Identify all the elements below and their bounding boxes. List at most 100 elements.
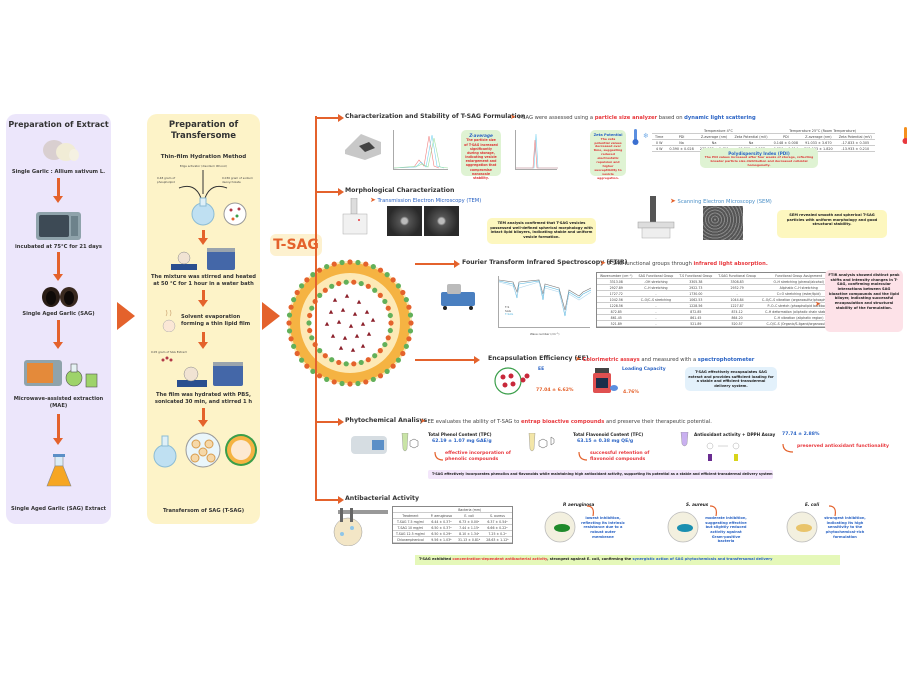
lipid-head — [355, 380, 361, 387]
tem-info-box: TEM analysis confirmed that T-SAG vesicl… — [487, 218, 596, 244]
evaporation-flask-icon — [161, 309, 177, 333]
loading-capacity-value: 4.76% — [623, 390, 639, 395]
bacteria-name: S. aureus — [686, 502, 709, 507]
table-column-header: Zeta Potential (mV) — [731, 133, 771, 140]
table-cell: 1228.56 — [676, 302, 716, 309]
flavonoid-tube-icon — [527, 432, 555, 453]
table-cell: 0.390 ± 0.028 — [666, 145, 697, 152]
lipid-head — [316, 267, 323, 273]
lipid-head — [377, 373, 384, 379]
table-column-header: S. aureus — [483, 512, 512, 519]
table-cell: 1044.84 — [715, 296, 759, 303]
table-cell: 521.89 — [676, 320, 716, 327]
table-cell: T-SAG 7.5 mg/ml — [393, 518, 428, 525]
particle-size-analyzer-icon — [343, 130, 383, 160]
table-cell: -17.833 ± 0.305 — [835, 139, 875, 146]
phytochemical-title: Phytochemical Analisys — [345, 417, 428, 424]
ftir-legend: T-S SAG T-SAG — [505, 305, 514, 317]
tfc-label: Total Flavonoid Content (TFC) — [573, 432, 644, 437]
lipid-head — [377, 267, 384, 273]
table-cell: O–H stretching (phenol/alcohol) — [758, 278, 839, 285]
lipid-head — [310, 272, 316, 278]
table-cell: 28.63 ± 1.12ᵇ — [483, 536, 512, 543]
bacteria-petri-icon — [785, 510, 819, 544]
lipid-head — [370, 376, 376, 382]
cargo-molecule — [342, 335, 348, 340]
table-cell: C=O stretching (ester/lipid) — [758, 290, 839, 297]
table-cell: - — [635, 302, 677, 309]
table-column-header: Zeta Potential (mV) — [835, 133, 875, 140]
connector-line — [315, 117, 339, 119]
lipid-head — [355, 259, 361, 266]
flow-arrowhead — [53, 274, 63, 281]
tsag-vesicle-icon — [285, 258, 415, 388]
phenol-tube-icon — [400, 432, 420, 453]
lipid-head — [306, 320, 312, 326]
step-caption: Solvent evaporation forming a thin lipid… — [181, 314, 251, 327]
table-cell: 0.148 ± 0.008 — [770, 139, 801, 146]
flow-arrowhead — [198, 238, 208, 245]
table-cell: 864.20 — [715, 314, 759, 321]
zavg-chart — [393, 130, 449, 170]
table-cell: 1042.56 — [597, 296, 636, 303]
phytochemical-desc: ➤ EE evaluates the ability of T-SAG to e… — [420, 417, 712, 425]
table-cell: Na — [731, 139, 771, 146]
tem-image-2 — [424, 206, 459, 236]
flow-chevron-icon — [262, 302, 280, 330]
table-cell: 2932.79 — [715, 284, 759, 291]
table-cell: 521.89 — [597, 320, 636, 327]
stirrer-waterbath-icon — [169, 246, 239, 272]
curved-arrow-icon — [709, 502, 720, 517]
connector-arrowhead — [338, 418, 344, 426]
lipid-head — [384, 368, 390, 374]
lipid-head — [395, 283, 401, 289]
connector-arrowhead — [338, 188, 344, 196]
table-group-header: Temperature 25°C (Room Temperature) — [770, 128, 875, 134]
table-cell: Na — [696, 139, 732, 146]
transfersome-panel: Preparation of Transfersome Thin-film Hy… — [147, 114, 260, 524]
tpc-note: effective incorporation of phenolic comp… — [445, 451, 511, 462]
bacteria-name: E. coli — [805, 502, 820, 507]
table-column-header: Z-average (nm) — [800, 133, 836, 140]
chevron-icon: ➤ — [815, 300, 821, 308]
bacteria-finding: moderate inhibition, suggesting effectiv… — [705, 516, 747, 544]
ftir-spectrum-chart: T-S SAG T-SAG — [498, 276, 592, 328]
sem-image — [703, 206, 743, 240]
table-cell: 6.50 ± 0.37ᵃ — [427, 524, 455, 531]
flow-arrow — [202, 408, 205, 420]
lipid-head — [339, 380, 345, 387]
lipid-head — [317, 348, 323, 354]
lipid-head — [307, 327, 313, 334]
table-cell: 6.37 ± 0.54ᵃ — [483, 518, 512, 525]
lipid-head — [304, 363, 310, 369]
curved-arrow-icon — [434, 447, 444, 461]
table-column-header: Wavenumber (cm⁻¹) — [597, 273, 636, 279]
step-caption: The mixture was stirred and heated at 50… — [151, 274, 256, 287]
tpc-label: Total Phenol Content (TPC) — [428, 432, 492, 437]
lipid-head — [336, 359, 342, 366]
lipid-head — [387, 312, 393, 319]
table-cell: T-SAG 12.5 mg/ml — [393, 530, 428, 537]
connector-arrowhead — [338, 496, 344, 504]
table-group-header: Temperature 4°C — [666, 128, 771, 134]
table-cell: 872.85 — [597, 308, 636, 315]
lipid-head — [388, 320, 394, 326]
characterization-title: Characterization and Stability of T-SAG … — [345, 113, 526, 120]
table-group-header: Bacteria (mm) — [427, 507, 512, 513]
step-caption: The film was hydrated with PBS, sonicate… — [154, 392, 253, 405]
ftir-info-box: FTIR analysis showed distinct peak shift… — [825, 270, 903, 332]
table-cell: C–O/C–S stretching — [635, 296, 677, 303]
flow-arrowhead — [198, 342, 208, 349]
encapsulation-desc: ➤ Colorimetric assays and measured with … — [575, 355, 755, 363]
step-caption: Transfersom of SAG (T-SAG) — [162, 508, 245, 514]
hydration-setup-icon — [157, 354, 247, 388]
table-column-header: Treatment — [393, 512, 428, 519]
curved-arrow-icon — [828, 502, 839, 517]
cargo-molecule — [348, 323, 354, 328]
cargo-molecule — [360, 343, 366, 348]
connector-line — [315, 499, 339, 501]
table-cell: P–O–C stretch (phospholipid backbone) — [758, 302, 839, 309]
